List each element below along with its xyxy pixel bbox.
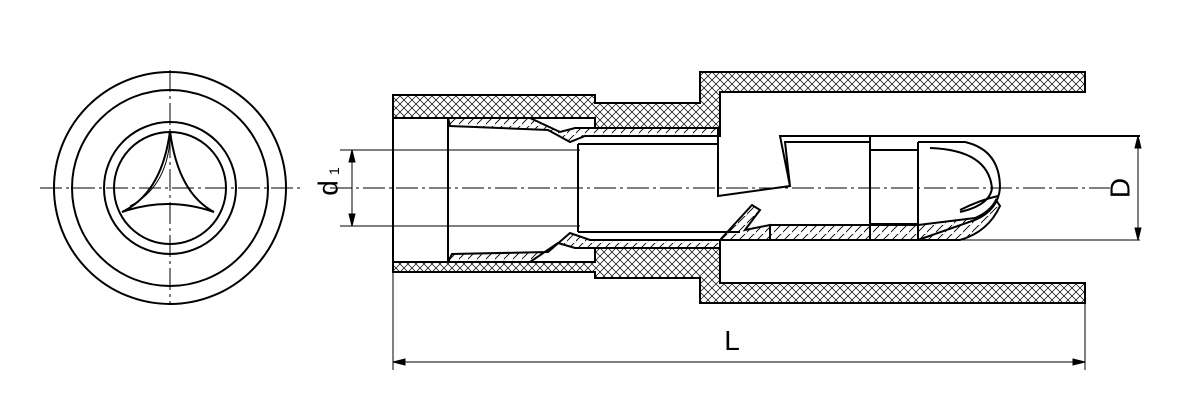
locking-tab bbox=[717, 128, 871, 198]
dimension-d1 bbox=[340, 149, 580, 227]
section-view bbox=[330, 71, 1140, 304]
contact-tip-hatched bbox=[917, 198, 1002, 241]
entry-bore bbox=[392, 117, 449, 263]
d1-subscript: 1 bbox=[326, 167, 342, 175]
outer-ring-circle bbox=[53, 71, 287, 305]
end-view bbox=[40, 70, 300, 305]
insulation-sleeve-top bbox=[392, 71, 1086, 129]
L-label: L bbox=[724, 325, 740, 356]
inner-ring-circle bbox=[103, 121, 237, 255]
spring-contact-tri-shape bbox=[121, 130, 215, 213]
dimension-D bbox=[1134, 135, 1142, 241]
crimp-barrel-top bbox=[446, 117, 721, 144]
spring-contact-inner-curve bbox=[129, 139, 171, 207]
d1-label: d bbox=[312, 180, 343, 196]
dimension-L bbox=[392, 272, 1086, 370]
D-label: D bbox=[1104, 178, 1135, 198]
spring-finger bbox=[717, 203, 771, 241]
middle-ring-circle bbox=[71, 89, 269, 287]
contact-base-hatched bbox=[769, 224, 919, 241]
